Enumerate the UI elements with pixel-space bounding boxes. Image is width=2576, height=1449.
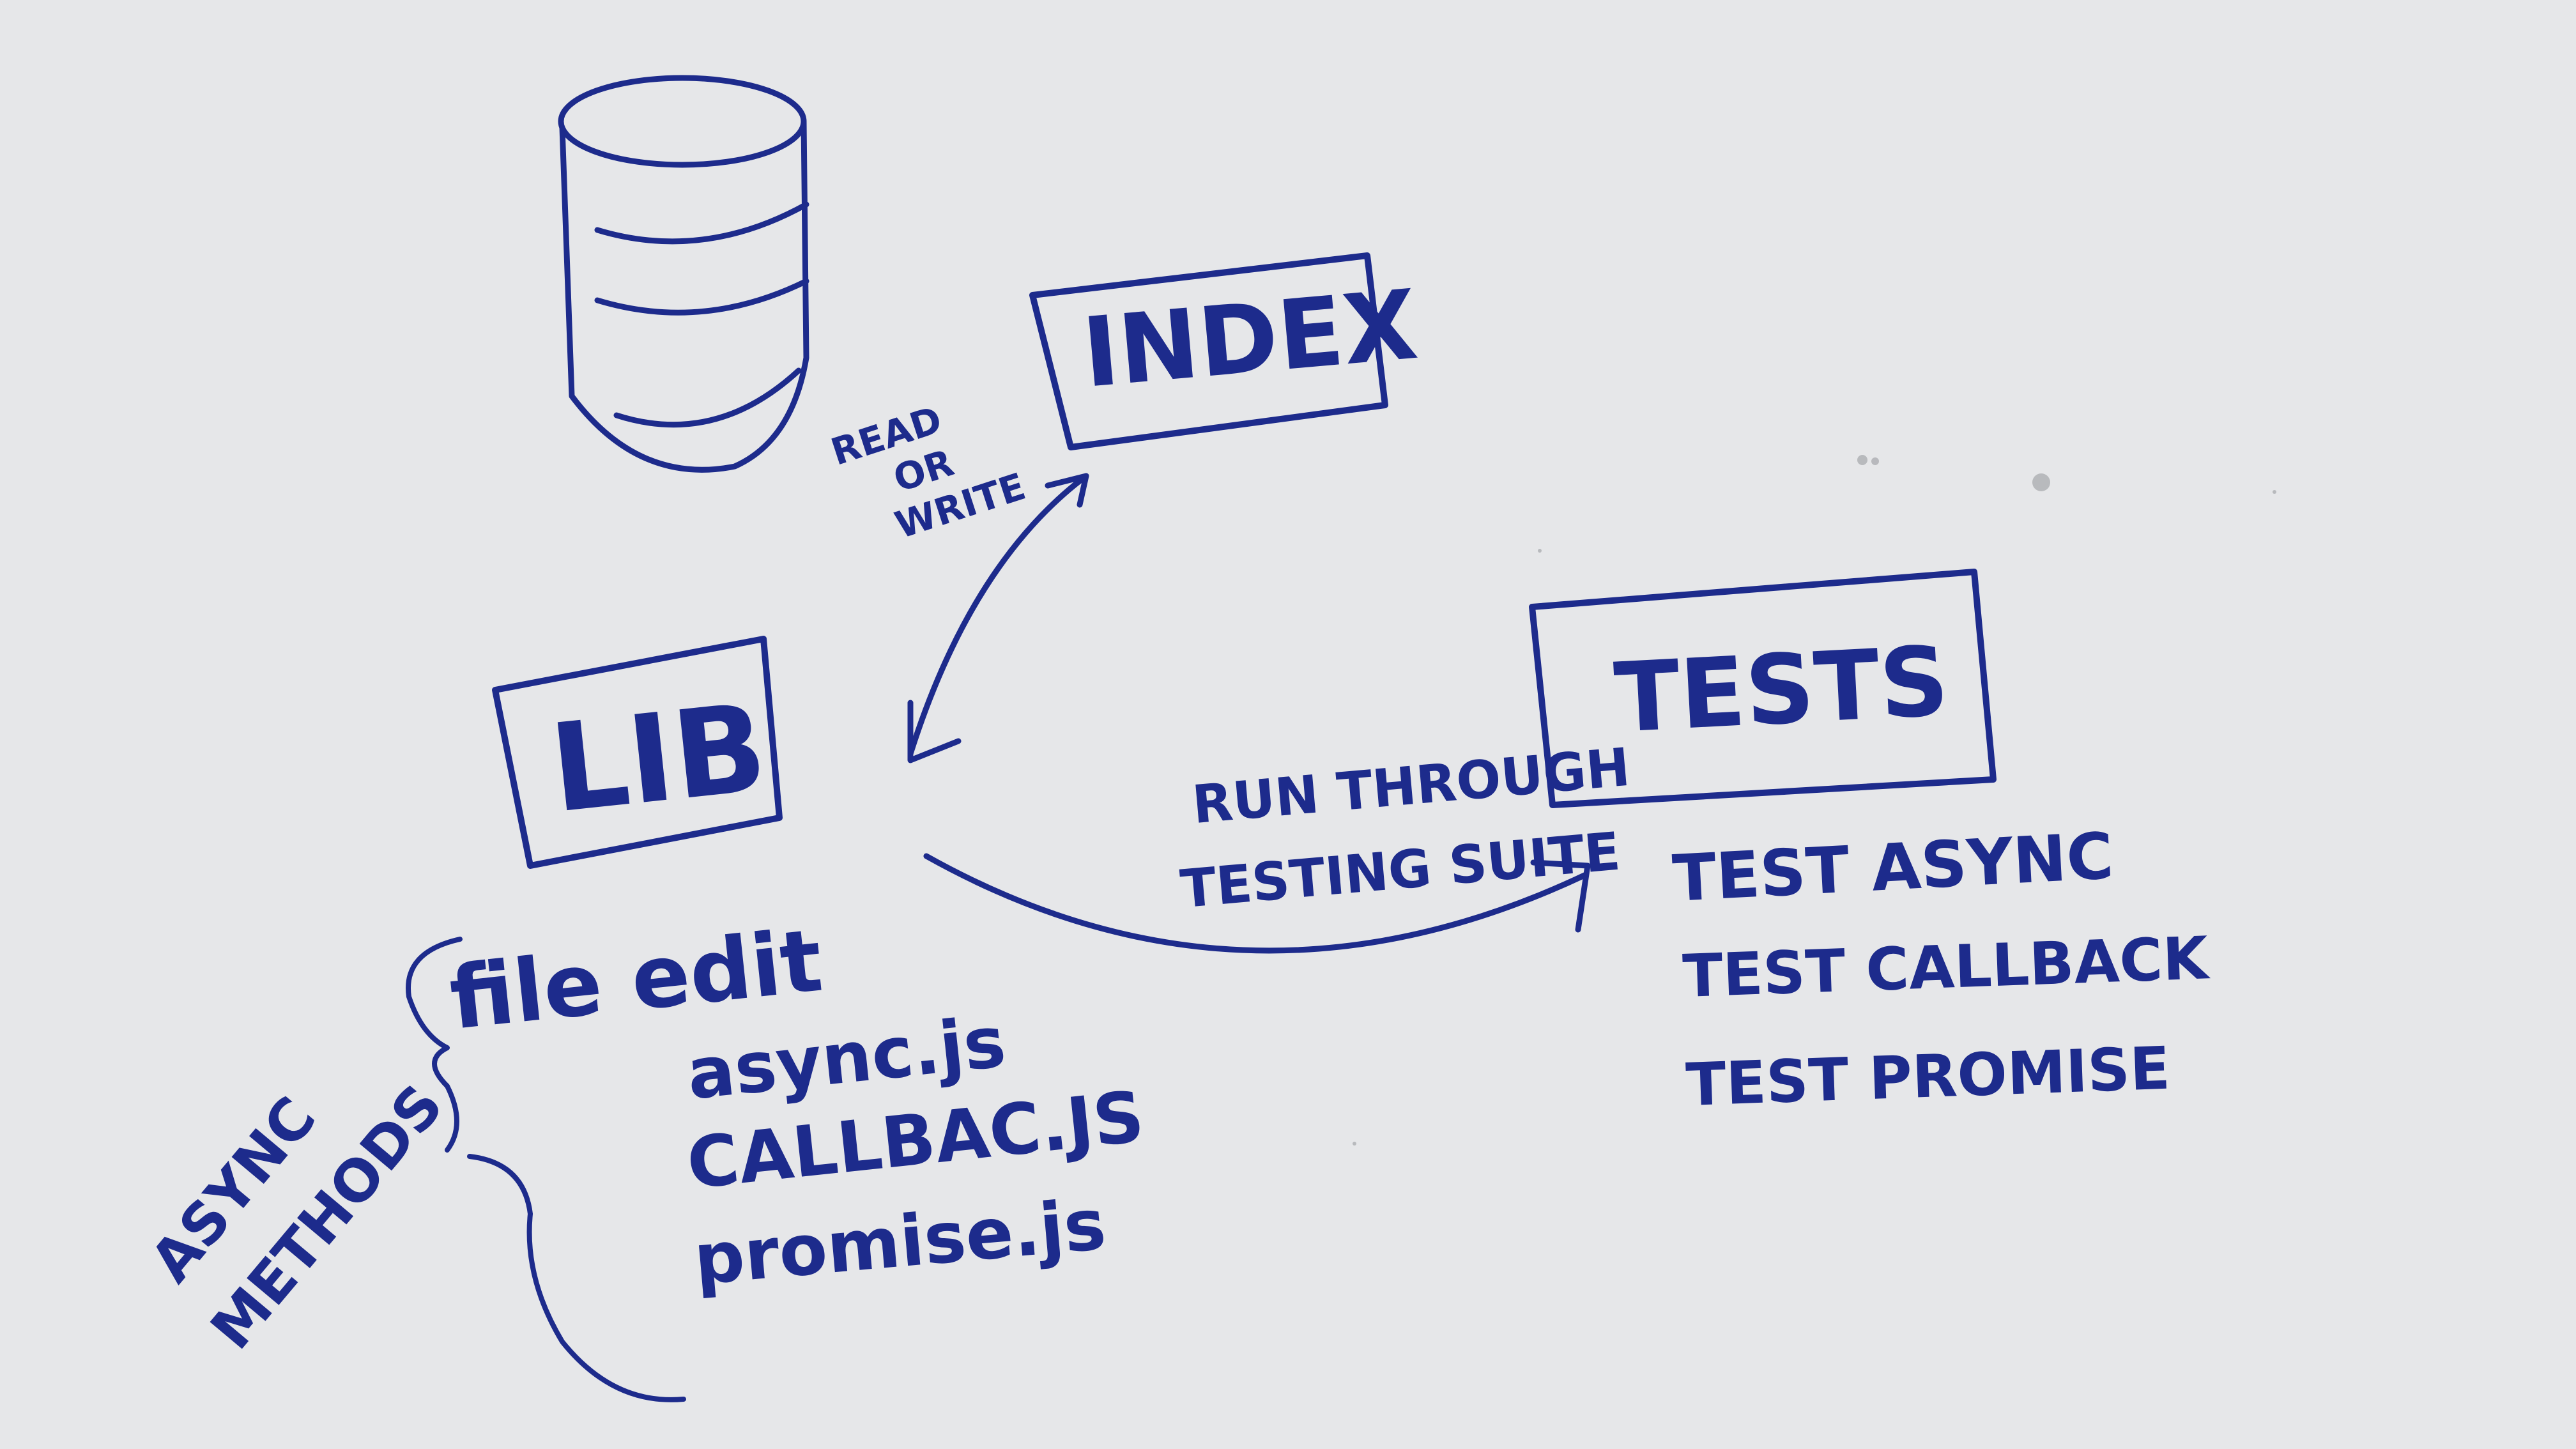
tests-label: TESTS <box>1612 626 1952 755</box>
run-through-line1: RUN THROUGH <box>1190 737 1633 836</box>
index-label: INDEX <box>1078 270 1422 410</box>
read-write-arrow <box>907 473 1089 763</box>
database-icon <box>558 75 809 473</box>
lib-node: LIB <box>492 636 783 869</box>
test-promise: TEST PROMISE <box>1685 1034 2171 1119</box>
test-list: TEST ASYNC TEST CALLBACK TEST PROMISE <box>1671 818 2212 1119</box>
tests-node: TESTS <box>1529 569 1997 808</box>
lib-notes: file edit ASYNC METHODS async.js CALLBAC… <box>138 910 1147 1402</box>
file-promise: promise.js <box>691 1183 1109 1301</box>
index-node: INDEX <box>1029 252 1422 450</box>
read-write-label: READ OR WRITE <box>826 397 1031 547</box>
run-through-arrow <box>923 853 1591 954</box>
test-callback: TEST CALLBACK <box>1682 924 2212 1011</box>
test-async: TEST ASYNC <box>1671 818 2115 916</box>
curly-brace <box>406 937 463 1153</box>
board-smudges <box>1353 455 2276 1146</box>
run-through-line2: TESTING SUITE <box>1178 822 1623 921</box>
squiggle-line <box>467 1154 686 1402</box>
lib-label: LIB <box>544 677 773 840</box>
run-through-label: RUN THROUGH TESTING SUITE <box>1178 737 1633 921</box>
